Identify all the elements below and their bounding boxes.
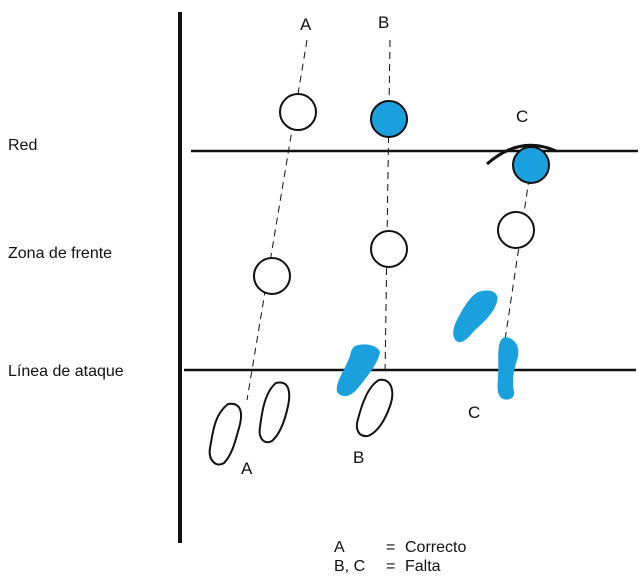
footprint-a-label: A	[241, 459, 253, 478]
attack-line-label: Línea de ataque	[8, 363, 124, 380]
footprint-b-white	[355, 378, 394, 438]
legend-value-correcto: Correcto	[405, 539, 466, 556]
legend-value-falta: Falta	[405, 558, 441, 575]
legend-eq-bc: =	[386, 558, 395, 575]
trajectory-c-label: C	[516, 107, 528, 126]
ball-a-high	[279, 93, 317, 131]
net-label: Red	[8, 137, 37, 154]
footprint-a-right	[258, 381, 291, 444]
footprint-c-label: C	[468, 403, 480, 422]
footprint-c-blue-2	[497, 337, 519, 400]
trajectory-c-line	[504, 165, 532, 341]
trajectory-b-label: B	[378, 13, 389, 32]
footprint-b-blue	[336, 344, 380, 397]
ball-b-high	[370, 100, 408, 138]
footprint-c-blue-1	[453, 290, 498, 343]
trajectory-b-line	[384, 39, 391, 376]
trajectory-a-label: A	[300, 15, 312, 34]
legend-eq-a: =	[386, 539, 395, 556]
ball-a-low	[253, 257, 291, 295]
block-arc	[486, 143, 557, 166]
legend-key-bc: B, C	[334, 558, 365, 575]
ball-c-high	[512, 146, 550, 184]
ball-c-low	[497, 211, 535, 249]
footprint-a-left	[208, 402, 242, 466]
front-zone-label: Zona de frente	[8, 245, 112, 262]
ball-b-low	[370, 230, 408, 268]
footprint-b-label: B	[353, 448, 364, 467]
legend-key-a: A	[334, 539, 345, 556]
